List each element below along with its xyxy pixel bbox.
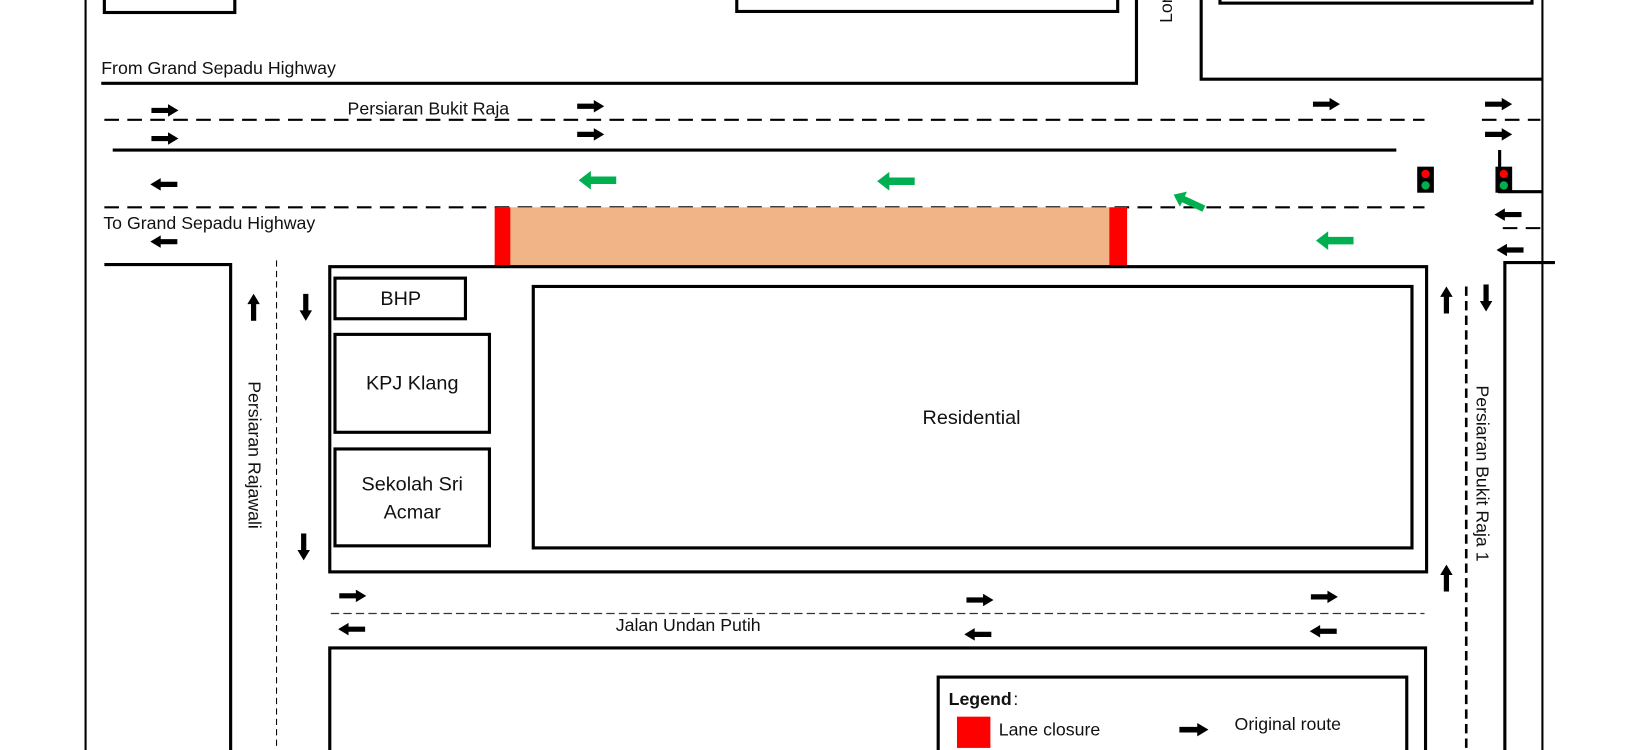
building-sekolah [333,447,492,548]
block-top-middle [735,0,1120,14]
block-bottom [328,646,1428,750]
building-label-sekolah-2: Acmar [384,502,442,524]
block-left [104,263,233,750]
building-label-residential: Residential [923,407,1021,429]
block-right [1503,260,1555,750]
arrow-right-icon [1312,97,1340,111]
block-top-right-inner [1218,0,1534,5]
building-label-sekolah-1: Sekolah Sri [362,474,463,496]
legend-lane-closure-label: Lane closure [999,719,1101,739]
arrow-right-icon [1485,97,1513,111]
traffic-light-icon [1417,166,1434,193]
road-label-to-highway: To Grand Sepadu Highway [103,213,315,233]
legend-colon: : [1013,689,1018,709]
lane-closure-marker-west [494,207,511,267]
legend: Legend : Lane closure Original route [936,675,1409,750]
road-label-rajawali: Persiaran Rajawali [244,381,264,529]
arrow-left-icon [1494,208,1522,221]
arrow-left-icon [1309,625,1337,638]
block-top-edge [101,0,1139,85]
arrow-left-icon [964,628,992,641]
lane-closure-zone [496,207,1128,267]
detour-arrow-left-icon [877,171,915,191]
legend-box [936,675,1409,750]
legend-arrow-right-icon [1179,722,1209,737]
arrow-up-icon [1440,286,1453,314]
building-residential [531,284,1414,550]
legend-original-route-label: Original route [1235,714,1342,734]
road-label-from-highway: From Grand Sepadu Highway [101,58,336,78]
arrow-right-icon [151,132,179,145]
road-label-lorong: Lor [1156,0,1176,23]
road-label-bukit-raja: Persiaran Bukit Raja [348,99,510,119]
road-label-bukit-raja-1: Persiaran Bukit Raja 1 [1473,385,1493,561]
arrow-right-icon [1485,128,1513,141]
road-label-undan-putih: Jalan Undan Putih [616,615,761,635]
arrow-left-icon [1496,243,1524,257]
arrow-left-icon [150,235,178,248]
original-route-arrows [150,97,1524,641]
block-central [328,265,1429,574]
block-top-left [102,0,237,15]
arrow-right-icon [339,589,367,603]
arrow-right-icon [577,128,605,141]
building-label-bhp: BHP [380,288,421,310]
lane-closure-marker-east [1109,207,1128,267]
building-label-kpj: KPJ Klang [366,373,459,395]
arrow-down-icon [299,293,313,321]
arrow-right-icon [151,104,179,117]
traffic-light-icon [1495,166,1513,193]
arrow-left-icon [338,622,366,636]
detour-arrow-left-icon [578,170,617,190]
block-top-right [1199,0,1543,81]
building-bhp [333,276,468,321]
arrow-right-icon [966,593,994,607]
arrow-down-icon [1479,284,1493,312]
detour-arrow-left-icon [1315,231,1354,250]
legend-title: Legend [949,689,1012,709]
arrow-up-icon [247,293,260,321]
arrow-down-icon [297,533,310,561]
detour-arrow-diagonal-icon [1170,187,1208,217]
building-kpj [333,332,492,434]
arrow-right-icon [1310,590,1338,604]
legend-lane-closure-swatch [956,716,991,748]
arrow-right-icon [577,100,605,113]
arrow-up-icon [1440,564,1453,592]
arrow-left-icon [150,178,178,191]
